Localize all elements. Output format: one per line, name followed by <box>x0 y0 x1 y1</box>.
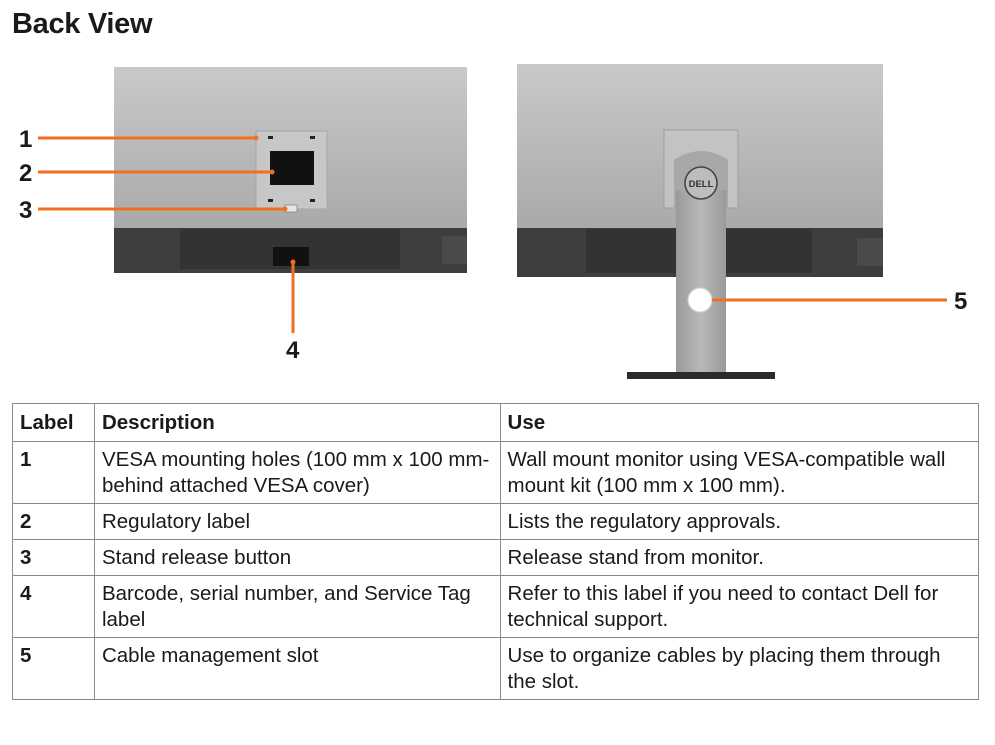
row-description: Barcode, serial number, and Service Tag … <box>93 575 501 638</box>
stand-neck <box>676 190 726 373</box>
row-label: 3 <box>12 539 95 576</box>
row-use: Use to organize cables by placing them t… <box>499 637 980 700</box>
table-row: 2 Regulatory label Lists the regulatory … <box>12 503 980 540</box>
page-title: Back View <box>12 8 153 40</box>
table-row: 5 Cable management slot Use to organize … <box>12 637 980 700</box>
callout-number-4: 4 <box>286 337 300 364</box>
row-description: VESA mounting holes (100 mm x 100 mm-beh… <box>93 441 501 504</box>
vesa-hole <box>268 136 273 139</box>
row-use: Release stand from monitor. <box>499 539 980 576</box>
row-label: 1 <box>12 441 95 504</box>
back-view-table: Label Description Use 1 VESA mounting ho… <box>12 403 980 700</box>
vesa-hole <box>310 136 315 139</box>
stand-base <box>627 372 775 379</box>
column-header-use: Use <box>499 403 980 442</box>
callout-number-1: 1 <box>19 126 32 153</box>
column-header-description: Description <box>93 403 501 442</box>
row-use: Lists the regulatory approvals. <box>499 503 980 540</box>
row-label: 2 <box>12 503 95 540</box>
dell-logo-text: DELL <box>689 179 714 190</box>
monitor-back-left <box>114 67 467 273</box>
callout-number-2: 2 <box>19 160 32 187</box>
table-row: 3 Stand release button Release stand fro… <box>12 539 980 576</box>
vesa-hole <box>310 199 315 202</box>
table-row: 4 Barcode, serial number, and Service Ta… <box>12 575 980 638</box>
service-tag-label <box>273 247 309 266</box>
row-use: Wall mount monitor using VESA-compatible… <box>499 441 980 504</box>
row-label: 5 <box>12 637 95 700</box>
back-view-illustration: DELL 1 2 3 4 5 <box>19 64 967 379</box>
row-use: Refer to this label if you need to conta… <box>499 575 980 638</box>
table-header-row: Label Description Use <box>12 403 980 442</box>
table-row: 1 VESA mounting holes (100 mm x 100 mm-b… <box>12 441 980 504</box>
vesa-hole <box>268 199 273 202</box>
row-description: Regulatory label <box>93 503 501 540</box>
monitor-back-right: DELL <box>517 64 883 379</box>
callout-number-3: 3 <box>19 197 32 224</box>
callout-number-5: 5 <box>954 288 967 315</box>
regulatory-label <box>270 151 314 185</box>
column-header-label: Label <box>12 403 95 442</box>
dell-logo <box>684 166 718 200</box>
row-description: Stand release button <box>93 539 501 576</box>
row-description: Cable management slot <box>93 637 501 700</box>
row-label: 4 <box>12 575 95 638</box>
cable-management-slot <box>687 287 713 313</box>
